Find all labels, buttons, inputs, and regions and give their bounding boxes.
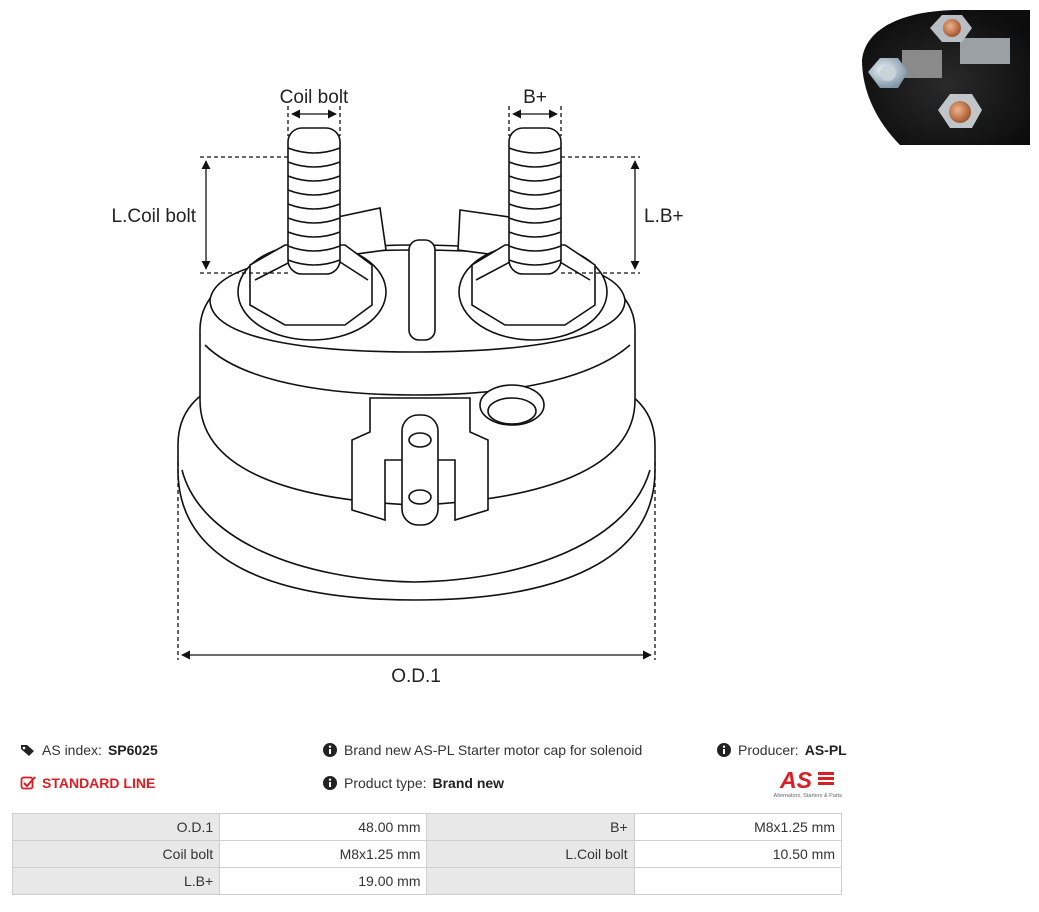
checkbox-icon [20,776,36,790]
product-photo[interactable] [860,10,1030,145]
description-text: Brand new AS-PL Starter motor cap for so… [344,742,643,758]
product-type-label: Product type: [344,775,427,791]
as-index-row: AS index: SP6025 [20,742,158,758]
spec-value: 10.50 mm [633,840,843,868]
b-plus-stud [508,127,562,275]
technical-drawing: Coil bolt B+ L.Coil bolt L.B+ O.D.1 [112,87,684,687]
info-icon [323,743,337,757]
table-row: O.D.1 48.00 mm B+ M8x1.25 mm [11,813,843,841]
table-row: L.B+ 19.00 mm [11,867,843,895]
spec-label [426,867,635,895]
l-coil-bolt-label: L.Coil bolt [112,206,197,227]
producer-row: Producer: AS-PL [716,742,847,758]
spec-label: Coil bolt [11,840,221,868]
side-terminal-strip [401,414,439,526]
svg-text:Alternators, Starters & Parts: Alternators, Starters & Parts [774,793,843,799]
producer-label: Producer: [738,742,799,758]
spec-label: O.D.1 [11,813,221,841]
as-pl-logo: AS Alternators, Starters & Parts [774,767,843,799]
producer-value: AS-PL [804,742,847,758]
standard-line-row: STANDARD LINE [20,775,155,791]
specs-table: O.D.1 48.00 mm B+ M8x1.25 mm Coil bolt M… [11,813,843,895]
spec-value: M8x1.25 mm [219,840,428,868]
coil-bolt-stud [287,127,341,275]
info-icon [323,776,337,790]
table-row: Coil bolt M8x1.25 mm L.Coil bolt 10.50 m… [11,840,843,868]
center-ridge [408,239,436,341]
as-index-value: SP6025 [107,742,158,758]
spec-label: B+ [426,813,635,841]
svg-text:AS: AS [779,767,813,793]
tags-icon [21,745,34,756]
spec-value: 48.00 mm [219,813,428,841]
od1-label: O.D.1 [391,666,441,687]
spec-label: L.Coil bolt [426,840,635,868]
product-type-row: Product type: Brand new [322,775,504,791]
description-row: Brand new AS-PL Starter motor cap for so… [322,742,642,758]
l-b-plus-label: L.B+ [644,206,684,227]
spec-value [633,867,843,895]
b-plus-label: B+ [523,87,547,108]
spec-value: 19.00 mm [219,867,428,895]
info-icon [717,743,731,757]
product-type-value: Brand new [432,775,505,791]
standard-line-label: STANDARD LINE [42,775,156,791]
as-index-label: AS index: [42,742,102,758]
coil-bolt-label: Coil bolt [280,87,349,108]
spec-value: M8x1.25 mm [633,813,843,841]
spec-label: L.B+ [11,867,221,895]
